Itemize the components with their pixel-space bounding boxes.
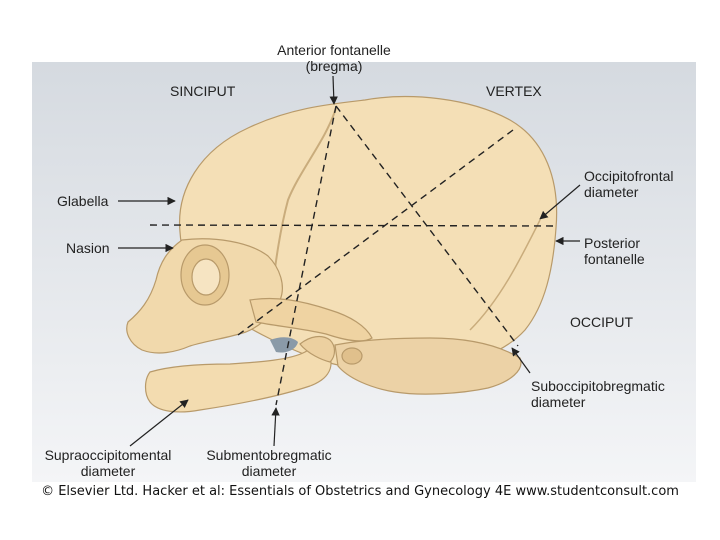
skull-illustration <box>126 96 558 413</box>
suboccipitobregmatic-diameter-line <box>335 105 519 347</box>
copyright-caption: © Elsevier Ltd. Hacker et al: Essentials… <box>41 484 679 499</box>
sinciput-label: SINCIPUT <box>170 83 236 99</box>
vertex-label: VERTEX <box>486 83 542 99</box>
submentobregmatic-line2: diameter <box>241 463 297 479</box>
occipitofrontal-line2: diameter <box>584 184 639 200</box>
supraoccipitomental-line1: Supraoccipitomental <box>44 447 172 463</box>
suboccipitobregmatic-line2: diameter <box>531 394 586 410</box>
posterior-fontanelle-line1: Posterior <box>584 235 641 251</box>
supraoccipitomental-line2: diameter <box>80 463 136 479</box>
supraoccipitomental-label: Supraoccipitomental diameter <box>26 447 190 479</box>
anterior-fontanelle-label: Anterior fontanelle (bregma) <box>262 42 406 74</box>
occiput-label: OCCIPUT <box>570 314 633 330</box>
occipitofrontal-label: Occipitofrontal diameter <box>584 168 673 200</box>
submentobregmatic-line1: Submentobregmatic <box>206 447 332 463</box>
posterior-fontanelle-line2: fontanelle <box>584 251 645 267</box>
glabella-label: Glabella <box>57 193 109 209</box>
suboccipitobregmatic-line1: Suboccipitobregmatic <box>531 378 665 394</box>
anterior-fontanelle-line1: Anterior fontanelle <box>277 42 391 58</box>
supraoccipitomental-diameter-line <box>237 129 514 336</box>
submentobregmatic-label: Submentobregmatic diameter <box>192 447 346 479</box>
mandible <box>144 347 332 413</box>
anterior-fontanelle-line2: (bregma) <box>305 58 363 74</box>
diameter-lines <box>149 105 554 406</box>
occipitofrontal-line1: Occipitofrontal <box>584 168 674 184</box>
nasion-label: Nasion <box>66 240 110 256</box>
submentobregmatic-diameter-line <box>275 105 337 406</box>
posterior-fontanelle-label: Posterior fontanelle <box>584 235 645 267</box>
pointer-arrows <box>118 75 581 447</box>
suboccipitobregmatic-label: Suboccipitobregmatic diameter <box>531 378 665 410</box>
